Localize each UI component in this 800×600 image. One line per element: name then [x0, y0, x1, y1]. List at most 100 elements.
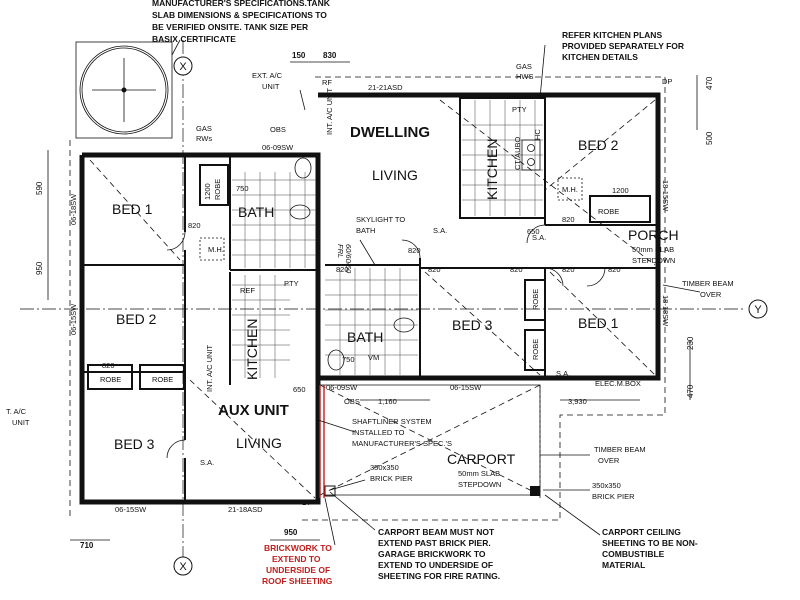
dim-500: 500: [705, 131, 714, 145]
dim-820-b: 820: [562, 265, 575, 274]
dim-820-i: 820: [102, 361, 115, 370]
robe-bed3-aux: ROBE: [152, 375, 173, 384]
brick-pier-a-2: BRICK PIER: [370, 474, 413, 483]
porch-slab-1: 50mm SLAB: [632, 245, 674, 254]
svg-text:X: X: [179, 561, 187, 573]
room-aux-unit: AUX UNIT: [218, 402, 289, 419]
dim-820-e: 820: [428, 265, 441, 274]
dim-650-aux: 650: [293, 385, 306, 394]
note-tank-4: BASIX CERTIFICATE: [152, 34, 236, 44]
room-living-dwelling: LIVING: [372, 167, 418, 183]
dim-3930: 3,930: [568, 397, 587, 406]
dim-470-bottom: 470: [686, 384, 695, 398]
timber-beam-b-2: OVER: [598, 456, 620, 465]
gas-hws-2: HWS: [516, 72, 534, 81]
dim-470: 470: [705, 76, 714, 90]
dim-820-g: 820: [408, 246, 421, 255]
window-21-18asd: 21-18ASD: [228, 505, 263, 514]
note-kitchen-3: KITCHEN DETAILS: [562, 52, 638, 62]
dim-650-dwelling: 650: [527, 227, 540, 236]
room-bed3-dwelling: BED 3: [452, 317, 493, 333]
toilet-dwelling: [294, 157, 312, 179]
door-swing: [166, 439, 186, 459]
dim-750-aux: 750: [236, 184, 249, 193]
diag-line: [549, 271, 656, 376]
door-swing: [166, 231, 186, 251]
grid-bubble-x-top: X: [173, 56, 193, 76]
frl-label-2: 60/60/60: [344, 244, 353, 274]
diag-line: [189, 379, 316, 499]
rf-label: RF: [322, 78, 332, 87]
tiles-aux-bath: [232, 172, 316, 268]
sa-aux: S.A.: [200, 458, 214, 467]
window-18-15sw: 18-15SW: [661, 180, 670, 212]
dim-1160: 1,160: [378, 397, 397, 406]
window-18-18sw: 18-18SW: [661, 295, 670, 327]
timber-beam-b-1: TIMBER BEAM: [594, 445, 646, 454]
robe-bed1-aux: ROBE: [213, 179, 222, 200]
room-living-aux: LIVING: [236, 435, 282, 451]
t-ac-1: T. A/C: [6, 407, 27, 416]
room-bath-dwelling: BATH: [347, 329, 383, 345]
tiles-dwelling-kitchen: [462, 100, 543, 216]
dim-950-bottom: 950: [284, 528, 298, 537]
note-kitchen-2: PROVIDED SEPARATELY FOR: [562, 41, 684, 51]
diag-line: [424, 271, 541, 376]
svg-text:X: X: [179, 61, 187, 73]
gas-hws-1: GAS: [516, 62, 532, 71]
diag-line: [439, 99, 656, 266]
mh-aux: [199, 237, 225, 261]
sa-dwelling-2: S.A.: [532, 233, 546, 242]
carport-beam-1: CARPORT BEAM MUST NOT: [378, 527, 495, 537]
brick-pier-a-1: 350x350: [370, 463, 399, 472]
elec-box: ELEC.M.BOX: [595, 379, 641, 388]
ref-aux: REF: [240, 286, 255, 295]
note-kitchen-1: REFER KITCHEN PLANS: [562, 30, 662, 40]
dim-950: 950: [35, 261, 44, 275]
brickwork-note-3: UNDERSIDE OF: [266, 565, 330, 575]
window-21-21asd: 21-21ASD: [368, 83, 403, 92]
basin-dwelling: [393, 317, 415, 333]
window-06-15sw-c: 06-15SW: [115, 505, 147, 514]
room-dwelling: DWELLING: [350, 124, 430, 141]
dim-820-a: 820: [562, 215, 575, 224]
boundary-line: [300, 76, 666, 521]
obs-label: OBS: [270, 125, 286, 134]
sa-dwelling-1: S.A.: [433, 226, 447, 235]
carport-beam-5: SHEETING FOR FIRE RATING.: [378, 571, 500, 581]
toilet-aux: [327, 349, 345, 371]
window-06-15sw-a: 06-15SW: [69, 303, 78, 335]
porch-slab-2: STEPDOWN: [632, 256, 675, 265]
carport-slab-2: STEPDOWN: [458, 480, 501, 489]
obs-label-aux: OBS: [344, 397, 360, 406]
dim-1200-dwelling: 1200: [612, 186, 629, 195]
note-tank-2: SLAB DIMENSIONS & SPECIFICATIONS TO: [152, 10, 327, 20]
pty-dwelling: PTY: [512, 105, 527, 114]
robe-bed2: ROBE: [598, 207, 619, 216]
window-06-09sw-a: 06-09SW: [262, 143, 294, 152]
room-bed1-dwelling: BED 1: [578, 315, 619, 331]
timber-beam-a-2: OVER: [700, 290, 722, 299]
pty-aux: PTY: [284, 279, 299, 288]
dwelling-walls: [318, 92, 661, 381]
grid-bubble-y: Y: [748, 299, 768, 319]
carport-ceiling-2: SHEETING TO BE NON-: [602, 538, 698, 548]
carport-slab-1: 50mm SLAB: [458, 469, 500, 478]
mh-aux-label: M.H.: [208, 245, 224, 254]
note-tank-1: MANUFACTURER'S SPECIFICATIONS.TANK: [152, 0, 331, 8]
note-tank-3: BE VERIFIED ONSITE. TANK SIZE PER: [152, 22, 308, 32]
door-swing: [586, 267, 606, 287]
int-ac-aux: INT. A/C UNIT: [205, 344, 214, 392]
dim-820-f: 820: [336, 265, 349, 274]
carport-beam-2: EXTEND PAST BRICK PIER.: [378, 538, 491, 548]
dim-820-c: 820: [608, 265, 621, 274]
dim-1200-aux: 1200: [203, 183, 212, 200]
ctaubo-label: CT/AUBO: [513, 136, 522, 170]
carport-beam-3: GARAGE BRICKWORK TO: [378, 549, 486, 559]
sa-dwelling-3: S.A.: [556, 369, 570, 378]
diag-line: [544, 99, 656, 191]
timber-beam-a-1: TIMBER BEAM: [682, 279, 734, 288]
dp-label-2: DP: [302, 498, 312, 507]
tiles-aux-kitchen: [232, 275, 290, 378]
